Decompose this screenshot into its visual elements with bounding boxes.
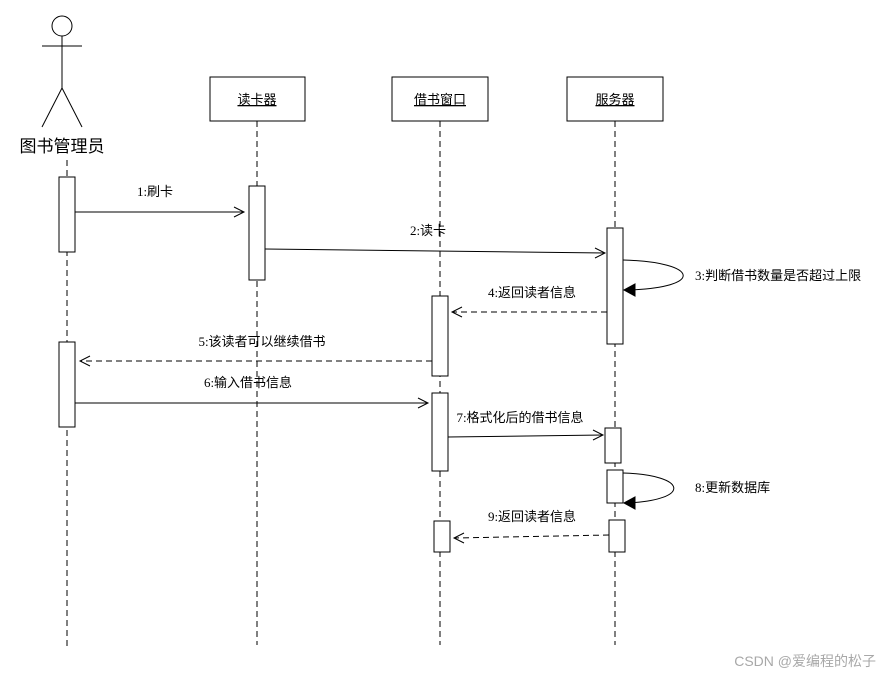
message-6: 6:输入借书信息 xyxy=(75,375,430,409)
message-2: 2:读卡 xyxy=(264,223,607,259)
message-label: 5:该读者可以继续借书 xyxy=(198,334,325,349)
activation-actor-1 xyxy=(58,176,76,253)
message-5-return: 5:该读者可以继续借书 xyxy=(78,334,432,367)
lifeline-label: 读卡器 xyxy=(237,92,276,107)
activation-server-4 xyxy=(608,519,626,553)
arrowhead-icon xyxy=(450,306,463,318)
activation-server-3 xyxy=(606,469,624,504)
actor-right-leg xyxy=(61,87,83,128)
actor-left-leg xyxy=(41,87,63,128)
message-4-return: 4:返回读者信息 xyxy=(450,285,607,318)
activation-server-2 xyxy=(604,427,622,464)
message-label: 6:输入借书信息 xyxy=(204,375,292,390)
activation-actor-2 xyxy=(58,341,76,428)
arrowhead-icon xyxy=(622,283,636,297)
message-label: 2:读卡 xyxy=(410,223,446,238)
message-label: 9:返回读者信息 xyxy=(488,509,576,524)
arrowhead-icon xyxy=(233,206,246,218)
watermark: CSDN @爱编程的松子 xyxy=(734,653,876,669)
lifeline-label: 服务器 xyxy=(595,92,634,107)
message-line xyxy=(447,434,604,438)
lifeline-card-reader: 读卡器 xyxy=(209,76,306,645)
message-line xyxy=(453,534,610,539)
arrowhead-icon xyxy=(452,532,465,544)
lifeline-label: 借书窗口 xyxy=(414,92,466,107)
activation-bars xyxy=(58,176,626,553)
message-7: 7:格式化后的借书信息 xyxy=(447,410,605,441)
lifeline-borrow-window: 借书窗口 xyxy=(391,76,489,645)
activation-reader-1 xyxy=(248,185,266,281)
lifeline-head-box xyxy=(566,76,664,122)
arrowhead-icon xyxy=(78,355,91,367)
actor-head xyxy=(51,15,73,37)
message-line xyxy=(264,248,606,254)
arrowhead-icon xyxy=(592,429,605,441)
activation-window-2 xyxy=(431,392,449,472)
arrowhead-icon xyxy=(622,496,636,510)
lifeline-server: 服务器 xyxy=(566,76,664,645)
arrowhead-icon xyxy=(417,397,430,409)
message-label: 7:格式化后的借书信息 xyxy=(456,410,583,425)
message-label: 4:返回读者信息 xyxy=(488,285,576,300)
arrowhead-icon xyxy=(594,247,607,259)
message-9-return: 9:返回读者信息 xyxy=(452,509,610,544)
lifeline-head-box xyxy=(209,76,306,122)
activation-window-3 xyxy=(433,520,451,553)
activation-window-1 xyxy=(431,295,449,377)
lifeline-head-box xyxy=(391,76,489,122)
message-label: 8:更新数据库 xyxy=(695,480,770,495)
message-3-self: 3:判断借书数量是否超过上限 xyxy=(622,259,861,297)
message-8-self: 8:更新数据库 xyxy=(622,472,770,510)
message-label: 3:判断借书数量是否超过上限 xyxy=(695,268,861,283)
message-1: 1:刷卡 xyxy=(75,184,246,218)
actor-librarian: 图书管理员 xyxy=(20,15,105,648)
activation-server-1 xyxy=(606,227,624,345)
message-label: 1:刷卡 xyxy=(137,184,173,199)
self-message-curve xyxy=(622,472,675,504)
actor-label: 图书管理员 xyxy=(20,137,105,156)
self-message-curve xyxy=(622,259,684,291)
